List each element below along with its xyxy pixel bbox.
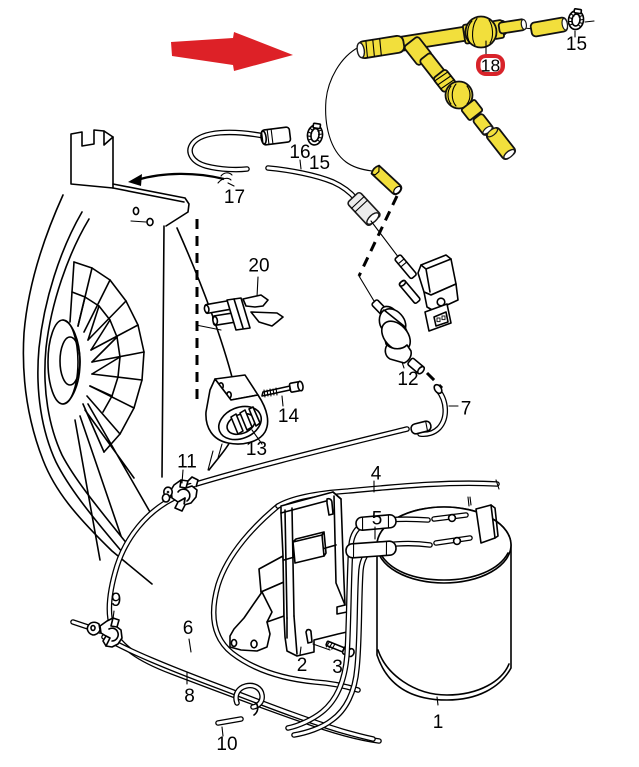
svg-text:18: 18 <box>481 56 500 76</box>
svg-text:9: 9 <box>111 590 122 611</box>
svg-text:13: 13 <box>246 439 267 460</box>
svg-text:14: 14 <box>278 406 300 427</box>
svg-text:6: 6 <box>183 618 194 639</box>
svg-text:11: 11 <box>177 452 197 473</box>
svg-text:7: 7 <box>461 399 472 420</box>
svg-text:15: 15 <box>566 34 587 55</box>
svg-text:1: 1 <box>433 712 444 733</box>
svg-text:3: 3 <box>332 657 343 678</box>
svg-text:17: 17 <box>224 187 245 208</box>
svg-text:2: 2 <box>297 655 308 676</box>
svg-text:12: 12 <box>397 369 418 390</box>
svg-text:8: 8 <box>184 686 195 707</box>
svg-text:16: 16 <box>289 142 310 163</box>
svg-text:15: 15 <box>309 153 330 174</box>
svg-text:4: 4 <box>371 464 382 485</box>
svg-text:10: 10 <box>216 734 237 755</box>
svg-text:5: 5 <box>372 509 383 530</box>
svg-text:20: 20 <box>248 256 269 277</box>
